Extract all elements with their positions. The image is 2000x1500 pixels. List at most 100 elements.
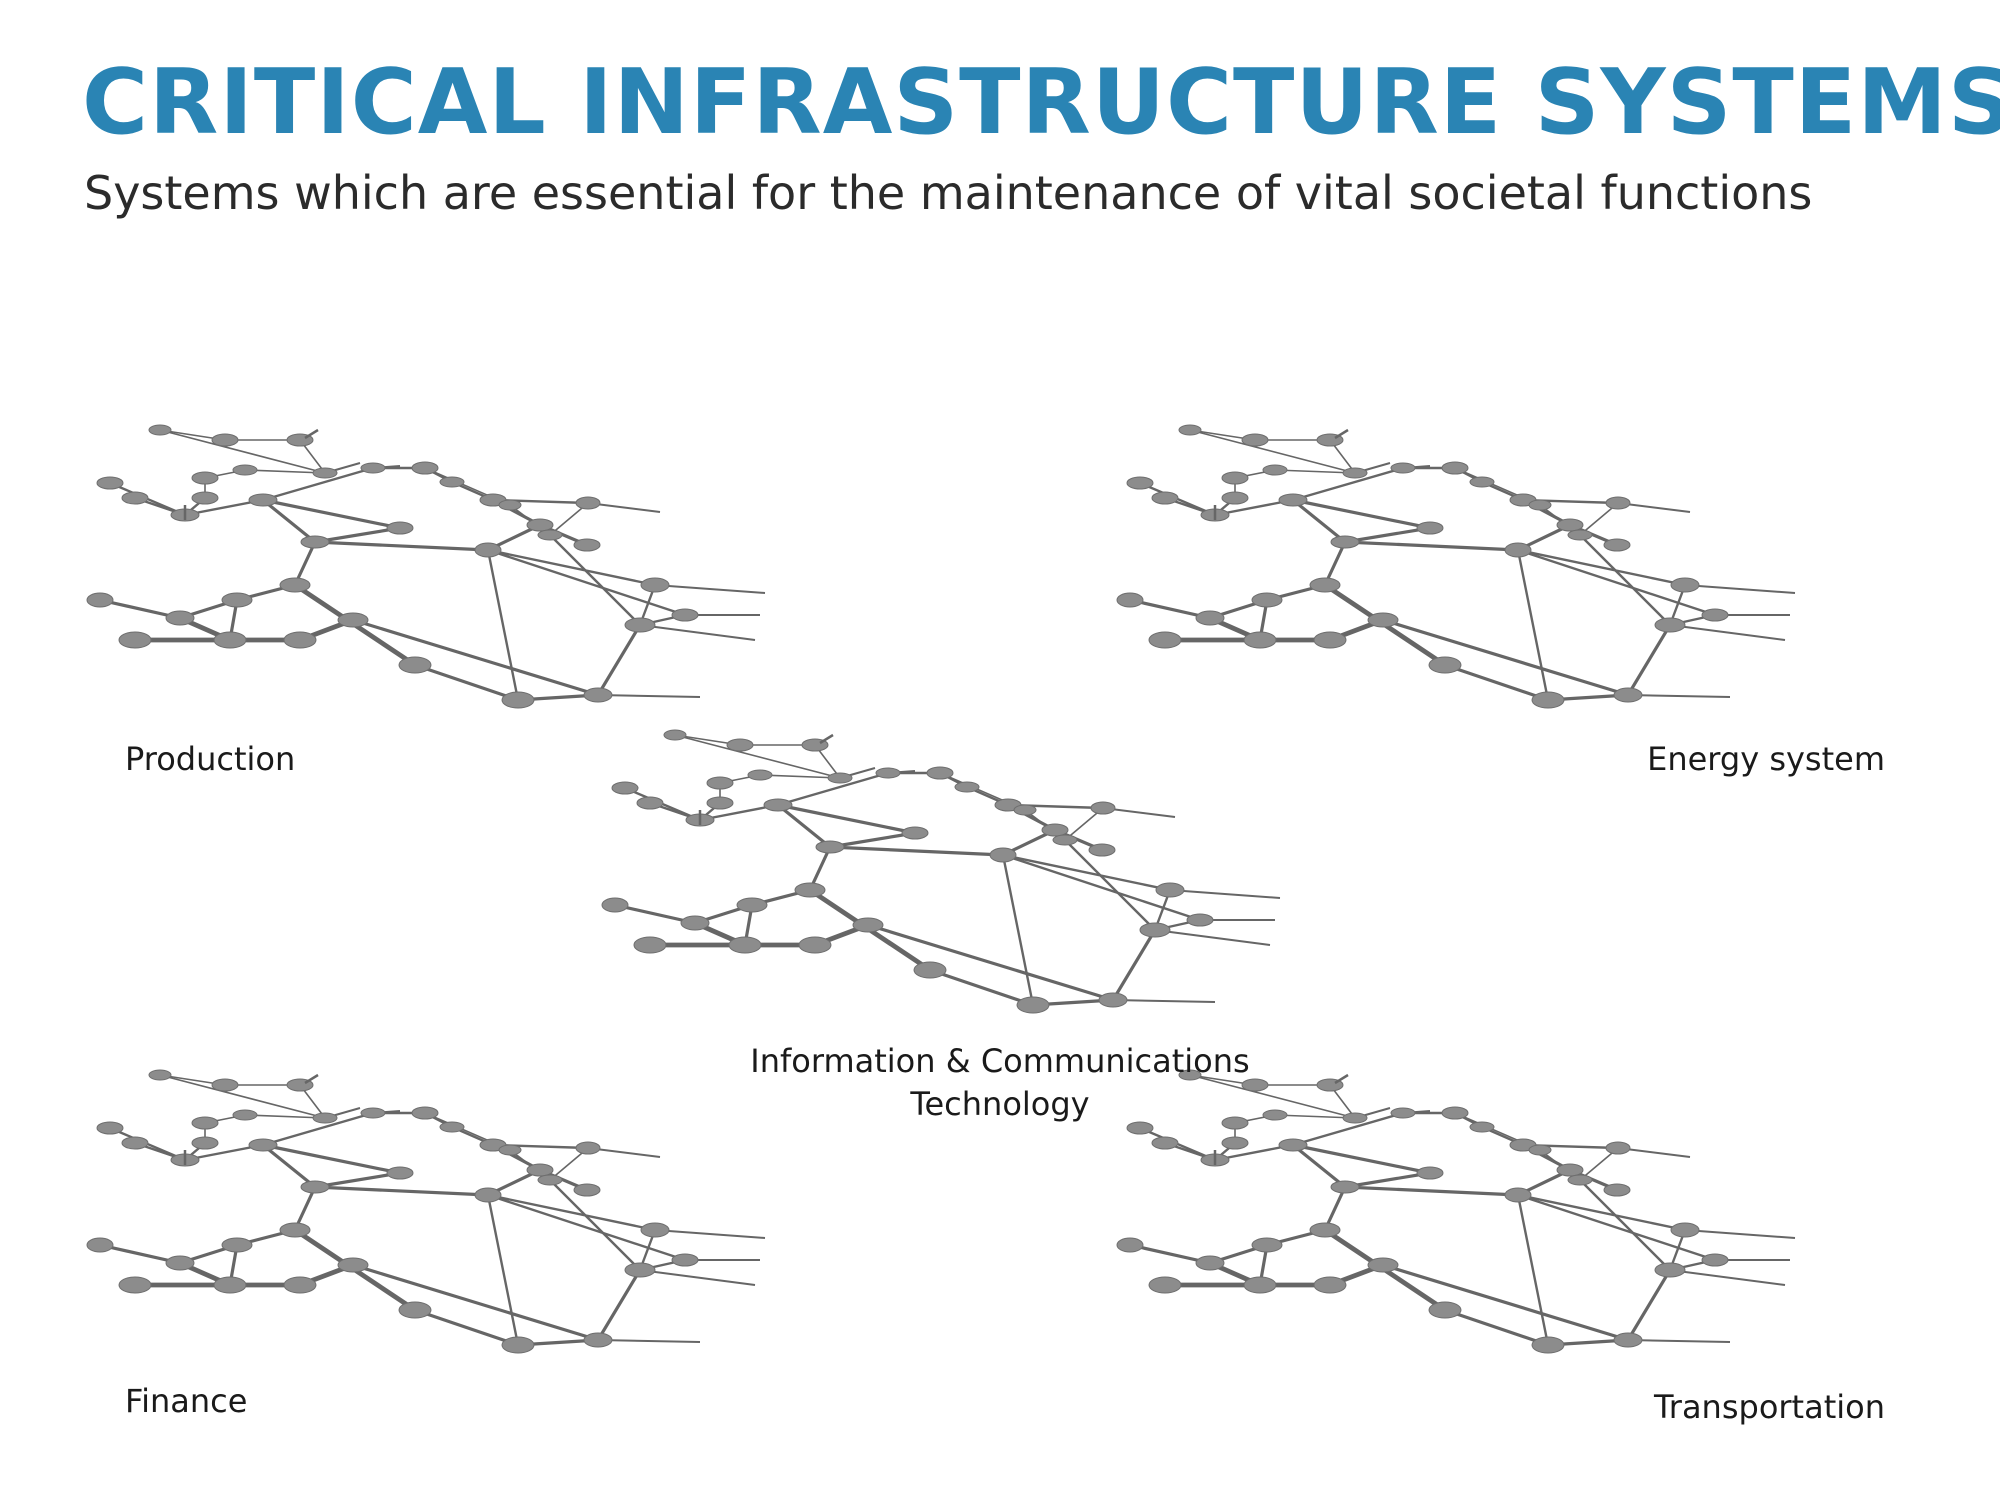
network-node	[439, 1121, 465, 1133]
network-node	[148, 424, 172, 436]
network-edge	[1443, 663, 1550, 702]
network-edge	[261, 1111, 375, 1147]
network-node	[165, 610, 195, 626]
network-spur	[1112, 999, 1216, 1003]
network-edge	[244, 1114, 326, 1119]
network-edge	[244, 469, 326, 474]
network-node	[1243, 631, 1277, 649]
network-node	[1016, 996, 1050, 1014]
network-node	[794, 882, 826, 898]
network-node	[1428, 1301, 1462, 1319]
network-node	[211, 433, 239, 447]
network-node	[1670, 577, 1700, 593]
network-node	[337, 612, 369, 628]
network-node	[1342, 467, 1368, 479]
network-node	[1701, 608, 1729, 622]
network-spur	[639, 1269, 756, 1286]
network-edge	[261, 498, 402, 530]
network-edge	[1111, 928, 1157, 1002]
network-node	[747, 769, 773, 781]
network-node	[1313, 631, 1347, 649]
network-node	[526, 518, 554, 532]
network-node	[1013, 804, 1037, 816]
network-node	[1330, 535, 1360, 549]
network-edge	[1291, 466, 1405, 502]
network-node	[989, 847, 1017, 863]
network-node	[300, 535, 330, 549]
network-edge	[486, 548, 687, 617]
network-node	[191, 1116, 219, 1130]
slide-subtitle: Systems which are essential for the main…	[84, 166, 1813, 220]
network-node	[1390, 1107, 1416, 1119]
network-edge	[538, 523, 642, 627]
network-node	[624, 1262, 656, 1278]
network-node	[636, 796, 664, 810]
network-node	[624, 617, 656, 633]
network-node	[312, 467, 338, 479]
network-edge	[1001, 853, 1035, 1007]
network-edge	[1343, 526, 1432, 544]
network-node	[221, 592, 253, 608]
network-node	[148, 1069, 172, 1081]
network-node	[221, 1237, 253, 1253]
network-node	[1441, 1106, 1469, 1120]
network-edge	[261, 1143, 317, 1189]
network-edge	[1516, 1193, 1687, 1232]
network-node	[211, 1078, 239, 1092]
network-node	[763, 798, 793, 812]
network-peg	[304, 428, 319, 440]
network-edge	[828, 831, 917, 849]
network-edge	[261, 1143, 402, 1175]
network-edge	[1516, 1193, 1550, 1347]
network-node	[501, 1336, 535, 1354]
network-edge	[486, 1193, 687, 1262]
network-edge	[261, 498, 317, 544]
network-node	[121, 1136, 149, 1150]
network-node	[852, 917, 884, 933]
network-node	[1531, 691, 1565, 709]
network-spur	[1684, 584, 1796, 594]
network-node	[1603, 1183, 1631, 1197]
network-edge	[313, 526, 402, 544]
network-edge	[1291, 498, 1432, 530]
network-edge	[413, 663, 520, 702]
network-node	[1313, 1276, 1347, 1294]
network-node	[191, 471, 219, 485]
network-node	[1504, 1187, 1532, 1203]
network-node	[1342, 1112, 1368, 1124]
transportation-label: Transportation	[1653, 1388, 1885, 1426]
network-spur	[1627, 1339, 1731, 1343]
network-node	[1098, 992, 1128, 1008]
network-node	[1221, 1136, 1249, 1150]
network-node	[1613, 1332, 1643, 1348]
network-diagram-3	[86, 1069, 766, 1354]
network-node	[1567, 1174, 1593, 1186]
network-node	[1469, 1121, 1495, 1133]
network-node	[411, 1106, 439, 1120]
network-node	[191, 491, 219, 505]
network-edge	[596, 1268, 642, 1342]
network-node	[1088, 843, 1116, 857]
network-node	[1416, 1166, 1444, 1180]
network-edge	[928, 968, 1035, 1007]
network-node	[1390, 462, 1416, 474]
network-node	[537, 529, 563, 541]
network-node	[96, 1121, 124, 1135]
production-label: Production	[125, 740, 296, 778]
network-edge	[1189, 429, 1356, 474]
network-node	[337, 1257, 369, 1273]
network-node	[279, 577, 311, 593]
network-edge	[538, 1168, 642, 1272]
network-node	[1428, 656, 1462, 674]
network-node	[1155, 882, 1185, 898]
ict-label: Information & Communications Technology	[750, 1042, 1250, 1124]
network-edge	[313, 1171, 402, 1189]
network-node	[1186, 913, 1214, 927]
network-node	[583, 687, 613, 703]
network-edge	[486, 548, 520, 702]
network-node	[474, 542, 502, 558]
network-node	[213, 631, 247, 649]
network-node	[1670, 1222, 1700, 1238]
